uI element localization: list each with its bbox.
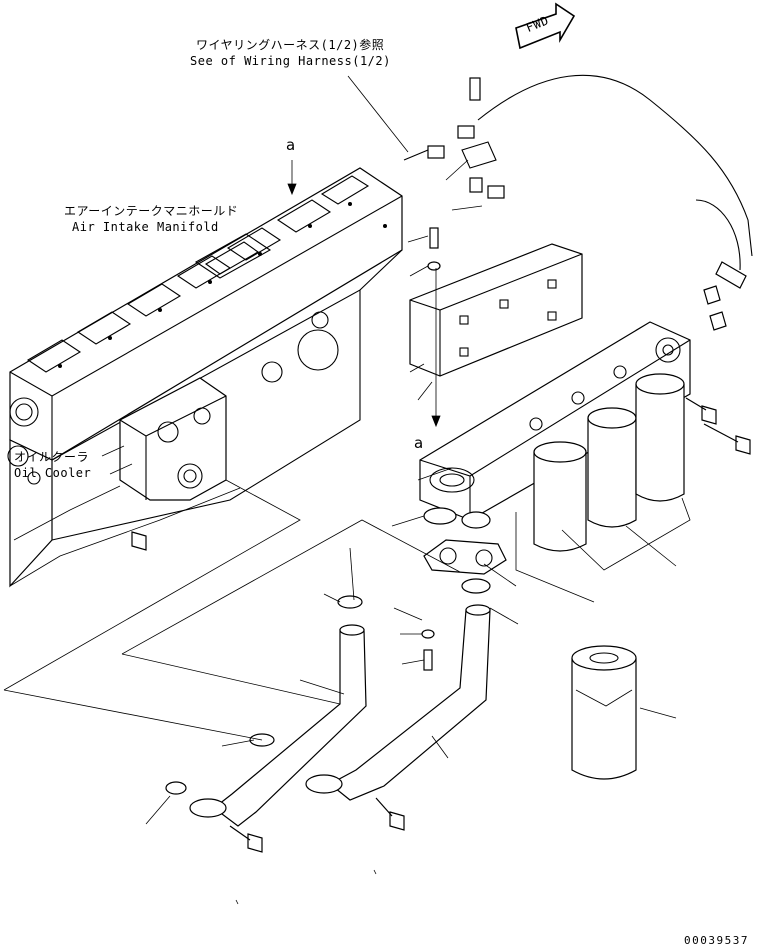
leader-lines <box>3 75 691 905</box>
sensor-wiring <box>403 74 753 289</box>
filter-head-assembly <box>409 243 691 780</box>
view-a-callout-top: a <box>286 136 296 154</box>
wiring-harness-label-jp: ワイヤリングハーネス(1/2)参照 <box>196 38 385 52</box>
wiring-harness-label-en: See of Wiring Harness(1/2) <box>190 54 391 68</box>
drawing-number: 00039537 <box>684 934 749 947</box>
oil-tubes <box>189 604 491 827</box>
small-parts <box>131 227 751 853</box>
air-intake-manifold-label-en: Air Intake Manifold <box>72 220 219 234</box>
oil-cooler-label-en: Oil Cooler <box>14 466 92 480</box>
oil-cooler-label-jp: オイルクーラ <box>14 450 90 464</box>
engine-block <box>7 167 403 588</box>
fwd-arrow <box>515 2 576 50</box>
air-intake-manifold-label-jp: エアーインテークマニホールド <box>64 204 239 218</box>
view-a-callout-mid: a <box>414 434 424 452</box>
